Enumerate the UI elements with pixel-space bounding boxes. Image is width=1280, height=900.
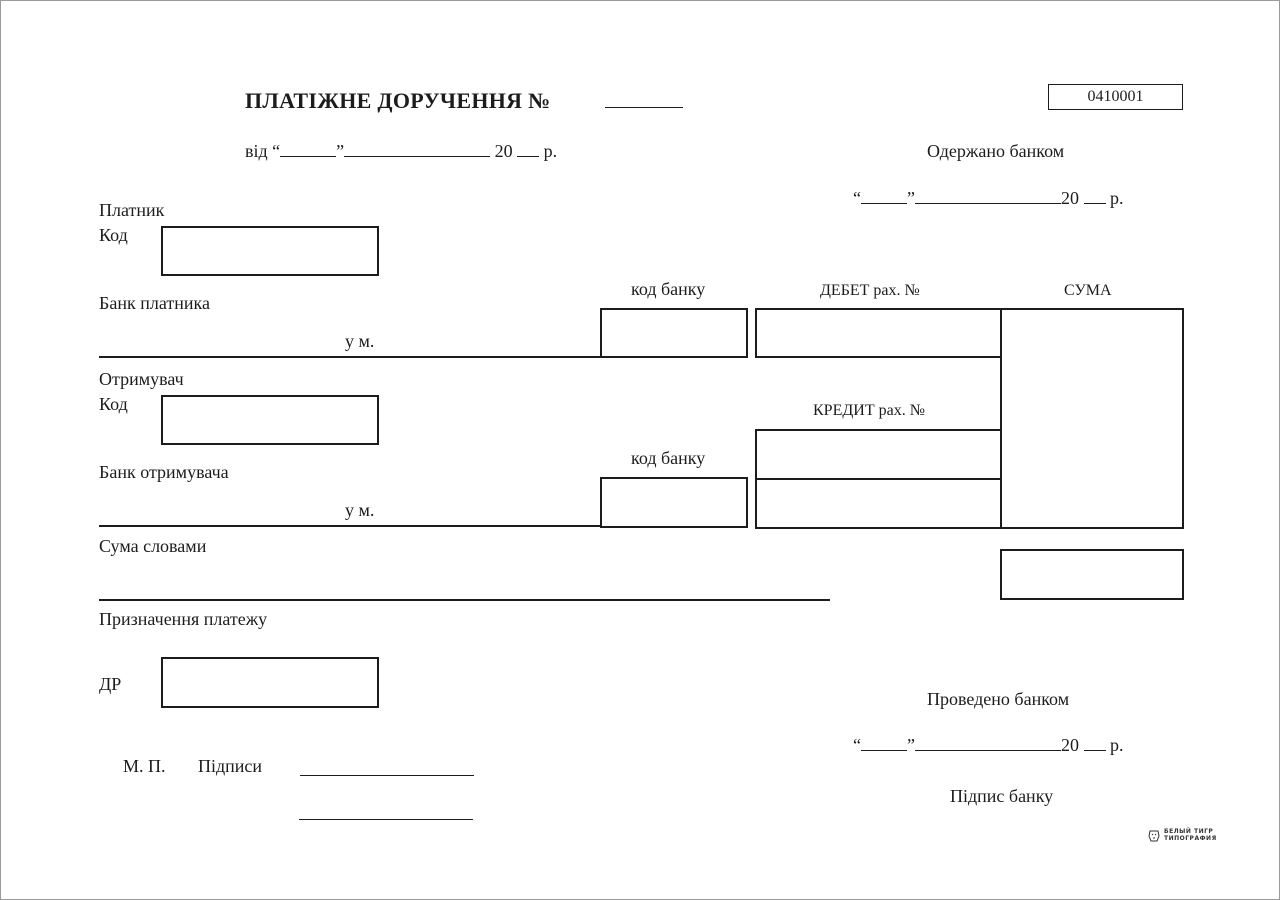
- dr-label: ДР: [99, 674, 122, 694]
- payer-bank-code-field[interactable]: [600, 308, 748, 358]
- processed-date[interactable]: “”20 р.: [853, 735, 1124, 755]
- logo-line-1: БЕЛЫЙ ТИГР: [1164, 828, 1214, 836]
- recipient-bank-line[interactable]: [99, 525, 601, 527]
- form-title: ПЛАТІЖНЕ ДОРУЧЕННЯ №: [245, 88, 551, 113]
- payer-bank-line[interactable]: [99, 356, 601, 358]
- received-by-bank-label: Одержано банком: [927, 141, 1065, 161]
- bank-signature-label: Підпис банку: [950, 786, 1054, 806]
- debit-account-field[interactable]: [755, 308, 1002, 358]
- seal-label: М. П.: [123, 756, 166, 776]
- form-code-box: [1048, 84, 1183, 110]
- order-date[interactable]: від “” 20 р.: [245, 141, 558, 161]
- order-number-line[interactable]: [605, 107, 683, 108]
- credit-account-label: КРЕДИТ рах. №: [813, 402, 925, 419]
- recipient-label: Отримувач: [99, 369, 184, 389]
- credit-account-field[interactable]: [755, 429, 1002, 480]
- payer-code-label: Код: [99, 225, 128, 245]
- payer-city-label: у м.: [345, 331, 375, 351]
- sum-label: СУМА: [1064, 282, 1112, 299]
- recipient-code-label: Код: [99, 394, 128, 414]
- recipient-bank-label: Банк отримувача: [99, 462, 229, 482]
- recipient-bank-code-field[interactable]: [600, 477, 748, 528]
- processed-by-bank-label: Проведено банком: [927, 689, 1070, 709]
- debit-account-label: ДЕБЕТ рах. №: [820, 282, 920, 299]
- payer-bank-code-label: код банку: [631, 279, 706, 299]
- tiger-logo-icon: [1148, 830, 1160, 842]
- payment-purpose-label: Призначення платежу: [99, 609, 268, 629]
- payer-bank-label: Банк платника: [99, 293, 210, 313]
- printer-logo: БЕЛЫЙ ТИГР ТИПОГРАФИЯ: [1148, 829, 1217, 843]
- amount-words-line[interactable]: [99, 599, 830, 601]
- recipient-bank-code-label: код банку: [631, 448, 706, 468]
- received-date[interactable]: “”20 р.: [853, 188, 1124, 208]
- signature-line-2[interactable]: [299, 819, 473, 820]
- recipient-code-field[interactable]: [161, 395, 379, 445]
- payer-label: Платник: [99, 200, 165, 220]
- signature-line-1[interactable]: [300, 775, 474, 776]
- amount-extra-field[interactable]: [1000, 549, 1184, 600]
- amount-words-label: Сума словами: [99, 536, 207, 556]
- dr-field[interactable]: [161, 657, 379, 708]
- recipient-city-label: у м.: [345, 500, 375, 520]
- signatures-label: Підписи: [198, 756, 263, 776]
- credit-extra-field[interactable]: [755, 478, 1002, 529]
- form-code: 0410001: [1087, 88, 1144, 105]
- sum-field[interactable]: [1000, 308, 1184, 529]
- logo-line-2: ТИПОГРАФИЯ: [1164, 835, 1217, 842]
- payer-code-field[interactable]: [161, 226, 379, 276]
